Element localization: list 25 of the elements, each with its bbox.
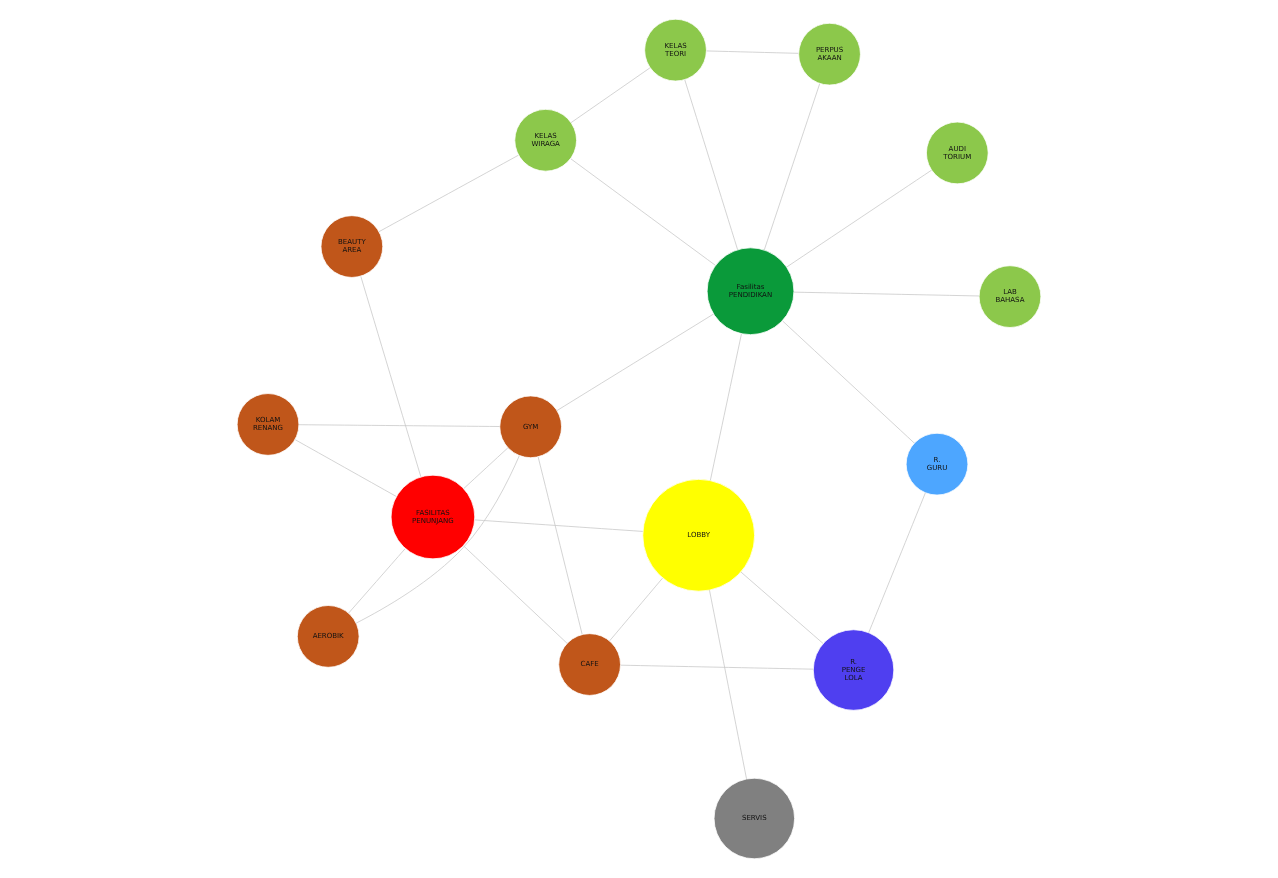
connector <box>556 313 714 411</box>
connector <box>348 548 406 614</box>
connector <box>537 456 583 635</box>
connector <box>763 83 821 251</box>
connector <box>463 447 509 489</box>
connector <box>684 79 738 251</box>
connector <box>868 492 926 633</box>
connector <box>355 455 520 624</box>
connector <box>782 320 915 444</box>
connector <box>786 169 932 268</box>
connector <box>740 571 824 644</box>
connector <box>570 67 651 124</box>
connector <box>709 333 742 481</box>
connector <box>294 439 397 497</box>
connector <box>793 291 980 297</box>
connector <box>620 664 814 670</box>
connector <box>570 158 716 266</box>
connector <box>474 519 644 532</box>
connector <box>298 424 501 427</box>
connector <box>706 50 799 54</box>
connector <box>709 589 747 780</box>
connector <box>378 154 519 233</box>
connector <box>463 545 568 644</box>
connector <box>609 577 663 642</box>
connector <box>360 275 422 478</box>
